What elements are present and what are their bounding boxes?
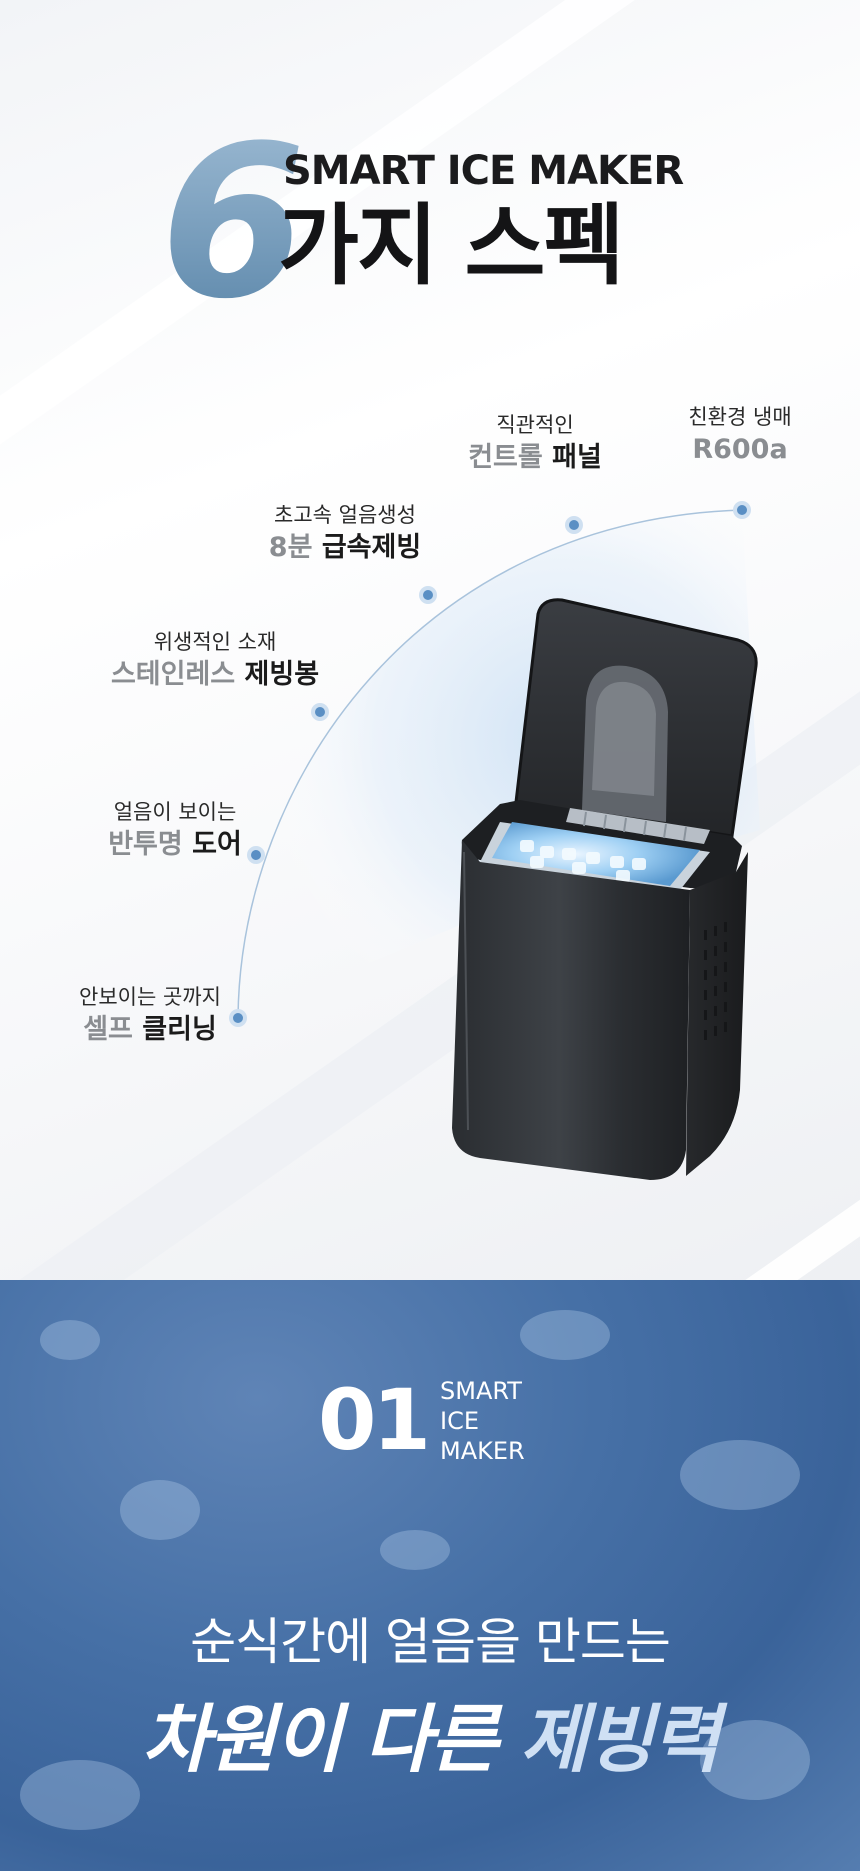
- frost-texture: [700, 1720, 810, 1800]
- spec-refrigerant: 친환경 냉매 R600a: [660, 402, 820, 468]
- spec-headline-rest: 패널: [542, 442, 602, 473]
- hero-subtitle: SMART ICE MAKER: [283, 148, 684, 194]
- spec-headline: 반투명 도어: [70, 827, 280, 863]
- feature-tagline: 순식간에 얼음을 만드는: [190, 1613, 671, 1671]
- spec-dot-core: [737, 505, 747, 515]
- arc-line: [237, 509, 743, 1019]
- frost-texture: [380, 1530, 450, 1570]
- spec-speed: 초고속 얼음생성 8분 급속제빙: [245, 500, 445, 566]
- spec-dot-core: [315, 707, 325, 717]
- spec-cleaning: 안보이는 곳까지 셀프 클리닝: [45, 982, 255, 1048]
- spec-highlight: 반투명: [108, 829, 183, 860]
- spec-caption: 직관적인: [496, 413, 574, 437]
- feature-label-line: MAKER: [440, 1437, 525, 1465]
- spec-highlight: 8분: [268, 532, 313, 563]
- feature-label-line: ICE: [440, 1407, 479, 1435]
- feature-label-line: SMART: [440, 1377, 522, 1405]
- feature-number: 01: [318, 1371, 431, 1469]
- spec-highlight: R600a: [692, 434, 788, 465]
- spec-headline-rest: 클리닝: [132, 1014, 217, 1045]
- spec-dot-core: [233, 1013, 243, 1023]
- spec-caption: 얼음이 보이는: [113, 800, 237, 824]
- hero-number: 6: [160, 100, 307, 345]
- spec-dot-core: [251, 850, 261, 860]
- spec-headline: 셀프 클리닝: [45, 1012, 255, 1048]
- spec-caption: 친환경 냉매: [688, 405, 792, 429]
- spec-caption: 안보이는 곳까지: [79, 985, 221, 1009]
- spec-headline: R600a: [660, 432, 820, 468]
- feature-headline: 차원이 다른 제빙력: [0, 1680, 860, 1787]
- frost-texture: [120, 1480, 200, 1540]
- frost-texture: [520, 1310, 610, 1360]
- frost-texture: [20, 1760, 140, 1830]
- spec-material: 위생적인 소재 스테인레스 제빙봉: [100, 627, 330, 693]
- ice-maker-image: [452, 598, 758, 1180]
- specs-section: 6 SMART ICE MAKER 가지 스펙: [0, 0, 860, 1280]
- feature-headline-plain: 차원이 다른: [141, 1697, 520, 1783]
- feature-01-section: 01 SMART ICE MAKER 순식간에 얼음을 만드는 차원이 다른 제…: [0, 1280, 860, 1871]
- frost-texture: [40, 1320, 100, 1360]
- hero-title: 가지 스펙: [278, 194, 624, 297]
- frost-texture: [680, 1440, 800, 1510]
- spec-dots: [229, 501, 751, 1027]
- spec-dot-core: [423, 590, 433, 600]
- spec-headline-rest: 제빙봉: [235, 659, 320, 690]
- spec-caption: 위생적인 소재: [153, 630, 277, 654]
- spec-door: 얼음이 보이는 반투명 도어: [70, 797, 280, 863]
- spec-headline-rest: 도어: [182, 829, 242, 860]
- spec-headline: 스테인레스 제빙봉: [100, 657, 330, 693]
- feature-label: SMART ICE MAKER: [440, 1376, 525, 1466]
- spec-caption: 초고속 얼음생성: [274, 503, 416, 527]
- feature-headline-frost: 제빙력: [519, 1697, 720, 1783]
- spec-headline: 8분 급속제빙: [245, 530, 445, 566]
- spec-dot-core: [569, 520, 579, 530]
- spec-highlight: 스테인레스: [110, 659, 236, 690]
- spec-headline-rest: 급속제빙: [312, 532, 422, 563]
- spec-headline: 컨트롤 패널: [455, 440, 615, 476]
- spec-highlight: 컨트롤: [468, 442, 543, 473]
- spec-panel: 직관적인 컨트롤 패널: [455, 410, 615, 476]
- spec-highlight: 셀프: [83, 1014, 133, 1045]
